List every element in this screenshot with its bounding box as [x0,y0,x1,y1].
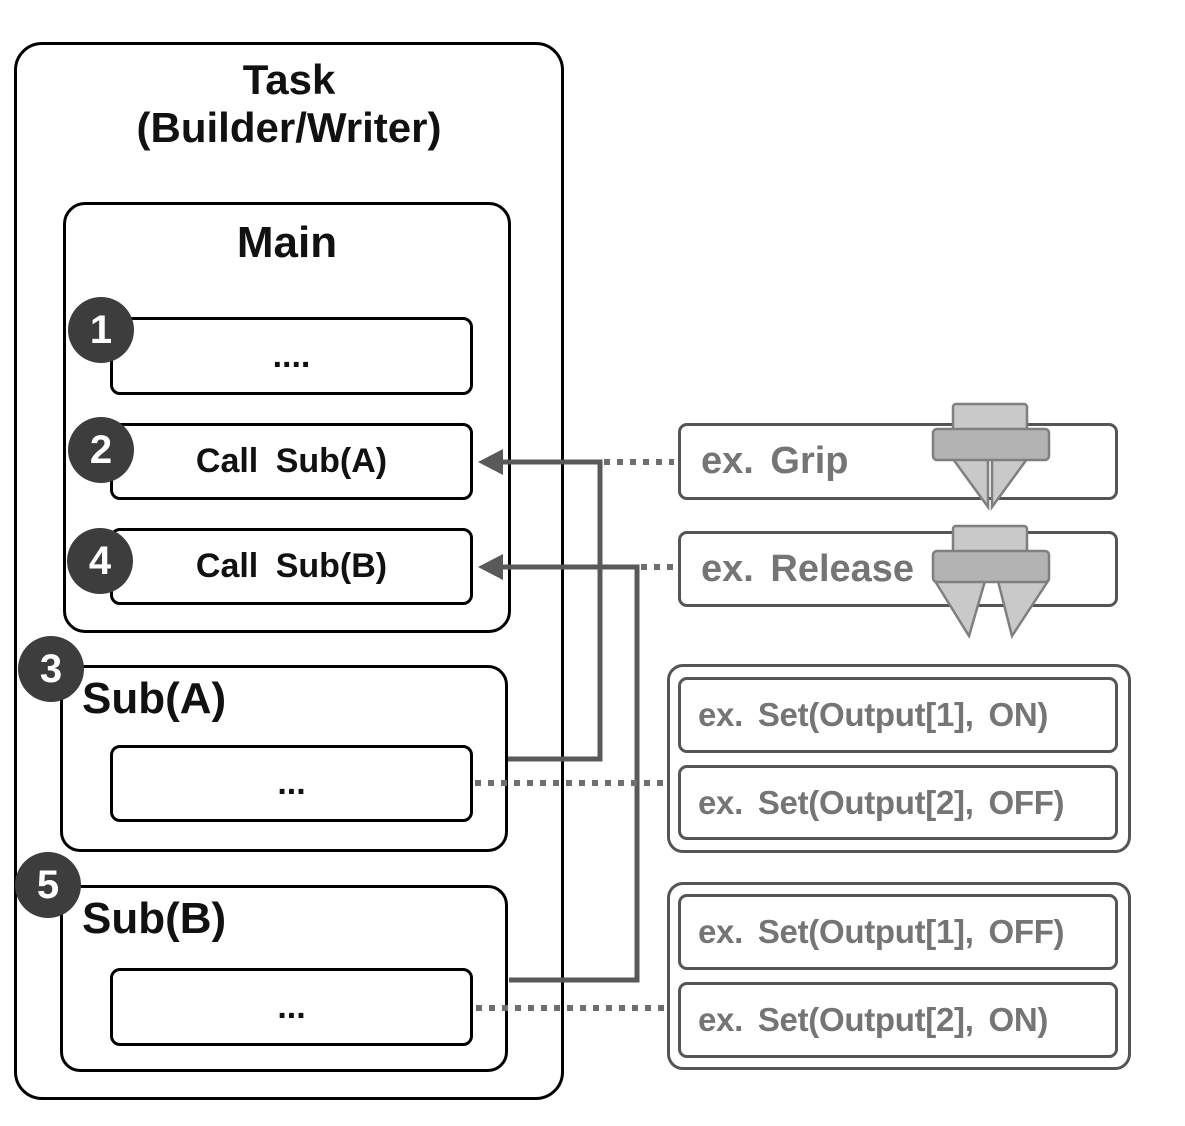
example-release-box: ex. Release [678,531,1118,607]
example-set-output2-off-box: ex. Set(Output[2], OFF) [678,765,1118,840]
sub-a-body-label: ... [277,764,306,802]
example-set-output2-on-box: ex. Set(Output[2], ON) [678,982,1118,1058]
sub-b-title: Sub(B) [82,894,227,943]
main-row-1-label: .... [272,336,311,375]
example-set-output2-off-label: ex. Set(Output[2], OFF) [698,783,1065,821]
badge-step-4: 4 [67,528,133,594]
main-row-1: .... [110,317,473,395]
task-title-line2: (Builder/Writer) [136,104,442,151]
badge-step-2: 2 [68,417,134,483]
example-set-output1-on-label: ex. Set(Output[1], ON) [698,696,1049,733]
example-set-output1-off-label: ex. Set(Output[1], OFF) [698,913,1065,950]
badge-step-1: 1 [68,297,134,363]
main-row-3-call-sub-b: Call Sub(B) [110,528,473,605]
badge-step-3: 3 [18,636,84,702]
sub-b-body-label: ... [277,987,306,1026]
sub-b-body-box: ... [110,968,473,1046]
sub-a-title: Sub(A) [82,674,227,723]
main-row-2-call-sub-a: Call Sub(A) [110,423,473,500]
example-set-output1-off-box: ex. Set(Output[1], OFF) [678,894,1118,970]
sub-a-body-box: ... [110,745,473,822]
badge-step-5: 5 [15,852,81,918]
task-title: Task (Builder/Writer) [14,56,564,152]
example-release-label: ex. Release [701,547,915,590]
main-row-3-label: Call Sub(B) [195,547,388,585]
example-grip-label: ex. Grip [701,440,849,482]
main-row-2-label: Call Sub(A) [195,442,388,480]
example-set-output2-on-label: ex. Set(Output[2], ON) [698,1001,1049,1038]
example-set-output1-on-box: ex. Set(Output[1], ON) [678,677,1118,753]
example-grip-box: ex. Grip [678,423,1118,500]
main-title: Main [236,218,338,267]
task-title-line1: Task [242,56,336,103]
